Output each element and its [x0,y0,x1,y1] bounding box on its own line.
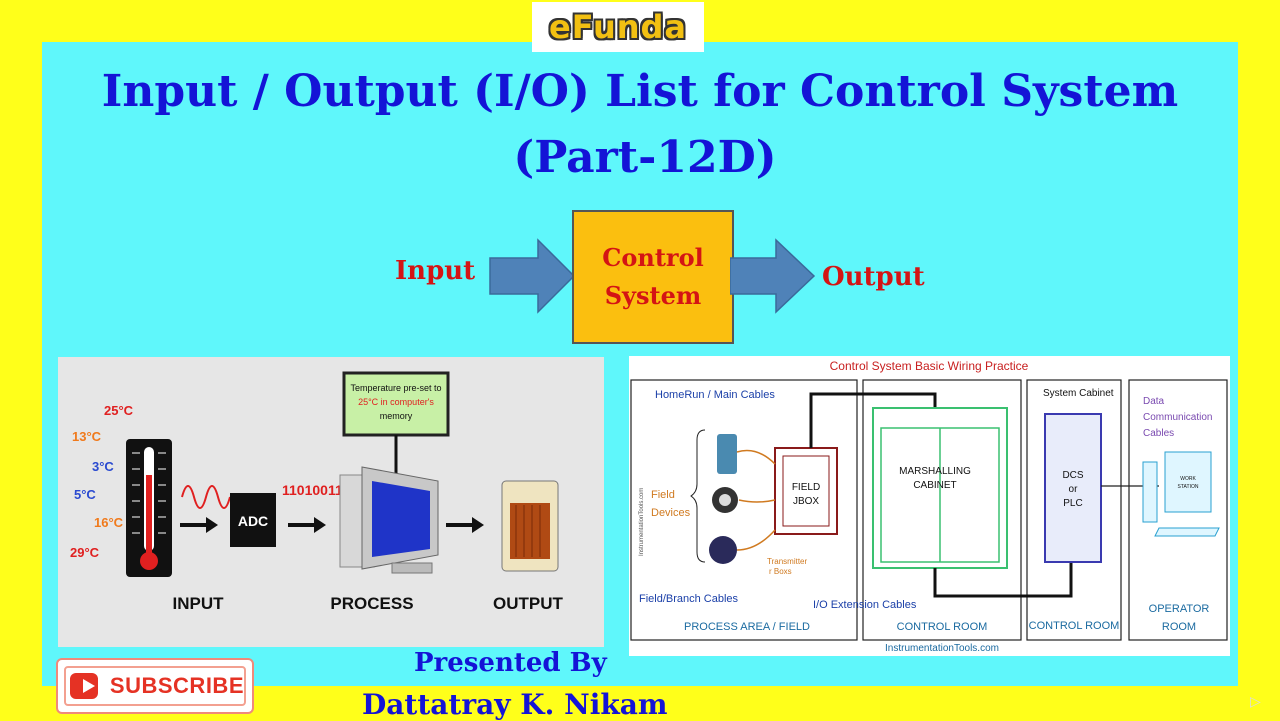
marshalling-label: CABINET [913,480,956,491]
memo-line: 25°C in computer's [358,397,434,407]
jbox-label: FIELD [792,482,820,493]
figure-title: Control System Basic Wiring Practice [830,359,1029,373]
field-devices-label: Field [651,489,675,501]
junction-icon [709,536,737,564]
memo-line: Temperature pre-set to [350,383,441,393]
temp-label: 25°C [104,403,134,418]
control-room-section [862,379,1022,641]
logo-text: eFunda [548,8,688,46]
workstation-label: STATION [1178,484,1199,490]
jbox-label: JBOX [793,496,819,507]
subscribe-button[interactable]: SUBSCRIBE [56,658,254,714]
output-caption: OUTPUT [493,594,564,613]
temp-label: 5°C [74,487,96,502]
binary-label: 11010011 [282,482,343,498]
field-jbox [774,447,838,535]
field-branch-label: Field/Branch Cables [639,593,739,605]
homerun-label: HomeRun / Main Cables [655,389,775,401]
transmitter-label: r Boxs [769,567,792,576]
page-subtitle: (Part-12D) [513,132,777,183]
operator-room-label: ROOM [1162,621,1196,633]
dcs-label: PLC [1063,498,1082,509]
box-line1: Control [602,243,704,272]
process-area-label: PROCESS AREA / FIELD [684,621,810,633]
temp-label: 3°C [92,459,114,474]
play-icon [70,673,98,699]
input-arrow [489,238,576,314]
data-comm-label: Data [1143,396,1165,407]
workstation-tower-icon [1142,461,1158,523]
input-label: Input [395,256,476,286]
workstation-label: WORK [1180,476,1196,482]
efunda-logo: eFunda [532,2,704,52]
operator-room-label: OPERATOR [1149,603,1210,615]
input-caption: INPUT [173,594,225,613]
marshalling-label: MARSHALLING [899,466,971,477]
side-watermark: InstrumentationTools.com [639,488,645,556]
adc-block [230,493,276,547]
dcs-cabinet [1044,413,1102,563]
arrow-icon [206,517,218,533]
operator-room-section [1128,379,1228,641]
system-cabinet-label: System Cabinet [1043,388,1114,399]
transmitter-label: Transmitter [767,557,807,566]
presenter-name: Dattatray K. Nikam [362,688,668,721]
analog-wave-icon [181,485,231,509]
wiring-practice-figure: Control System Basic Wiring Practice Hom… [629,356,1230,656]
dcs-label: or [1069,484,1079,495]
temp-label: 13°C [72,429,102,444]
volume-icon[interactable]: ▷ [1250,694,1261,710]
control-system-box: Control System [572,210,734,344]
dcs-label: DCS [1062,470,1083,481]
box-line2: System [604,281,702,310]
workstation-monitor-icon [1164,451,1212,513]
output-label: Output [822,262,925,292]
temp-label: 16°C [94,515,124,530]
input-process-output-figure: 25°C 13°C 3°C 5°C 16°C 29°C ADC 11010011… [58,357,604,647]
field-devices-label: Devices [651,507,691,519]
io-extension-label: I/O Extension Cables [813,599,917,611]
subscribe-label: SUBSCRIBE [109,673,244,698]
page-title: Input / Output (I/O) List for Control Sy… [101,66,1179,117]
data-comm-label: Cables [1143,428,1174,439]
process-area-section [630,379,858,641]
memory-note [342,371,450,437]
arrow-icon [472,517,484,533]
presenter-heading: Presented By [414,648,607,678]
control-room-label: CONTROL ROOM [897,621,988,633]
transmitter-icon [717,434,737,474]
arrow-icon [314,517,326,533]
output-arrow [730,238,816,314]
control-room-label: CONTROL ROOM [1029,620,1120,632]
site-label: InstrumentationTools.com [885,643,999,654]
data-comm-label: Communication [1143,412,1212,423]
system-cabinet-section [1026,379,1122,641]
temp-label: 29°C [70,545,100,560]
adc-label: ADC [238,513,268,529]
memo-line: memory [380,411,413,421]
process-caption: PROCESS [330,594,413,613]
